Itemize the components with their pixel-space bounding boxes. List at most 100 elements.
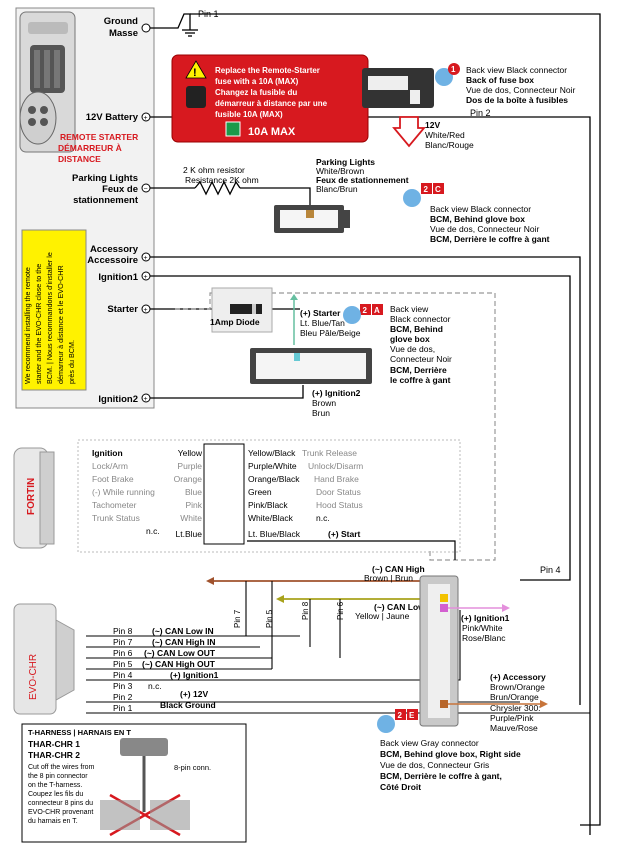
t-harness-inset: T-HARNESS | HARNAIS EN T THAR-CHR 1 THAR… (21, 723, 247, 843)
svg-text:2 K ohm resistor: 2 K ohm resistor (183, 165, 245, 175)
svg-text:BCM, Behind: BCM, Behind (390, 324, 443, 334)
svg-text:Back view Black connector: Back view Black connector (430, 204, 531, 214)
svg-text:Tachometer: Tachometer (92, 500, 137, 510)
svg-text:2: 2 (398, 711, 403, 720)
svg-text:n.c.: n.c. (316, 513, 330, 523)
svg-text:Orange: Orange (174, 474, 203, 484)
svg-text:Cut off the wires from: Cut off the wires from (28, 764, 95, 771)
svg-text:Blanc/Brun: Blanc/Brun (316, 184, 358, 194)
svg-text:Vue de dos, Connecteur Gris: Vue de dos, Connecteur Gris (380, 760, 489, 770)
svg-text:n.c.: n.c. (148, 681, 162, 691)
svg-text:Back view Black connector: Back view Black connector (466, 65, 567, 75)
svg-text:fuse with a 10A (MAX): fuse with a 10A (MAX) (215, 77, 299, 86)
svg-text:Pin 5: Pin 5 (113, 659, 133, 669)
svg-text:Brown | Brun: Brown | Brun (364, 573, 413, 583)
svg-text:Changez la fusible du: Changez la fusible du (215, 88, 297, 97)
remote-starter-module: REMOTE STARTER DÉMARREUR À DISTANCE Grou… (15, 7, 155, 409)
svg-text:Pin 2: Pin 2 (113, 692, 133, 702)
parking-label-2: Feux de (102, 184, 138, 195)
svg-text:Pin 6: Pin 6 (113, 648, 133, 658)
svg-text:White/Brown: White/Brown (316, 166, 364, 176)
svg-text:démarreur à distance par une: démarreur à distance par une (215, 99, 328, 108)
svg-text:White/Red: White/Red (425, 130, 465, 140)
parking-label-3: stationnement (73, 195, 139, 206)
svg-text:Back view Gray connector: Back view Gray connector (380, 738, 479, 748)
resistor: 2 K ohm resistor Resistance 2K ohm (183, 165, 259, 196)
svg-text:E: E (409, 711, 415, 720)
svg-text:Bleu Pâle/Beige: Bleu Pâle/Beige (300, 328, 361, 338)
pin4-label: Pin 4 (540, 565, 561, 575)
svg-text:8-pin conn.: 8-pin conn. (174, 763, 211, 772)
dashed-start-wire (175, 292, 496, 561)
svg-text:Black Ground: Black Ground (160, 700, 216, 710)
accessory-label-1: Accessory (90, 244, 139, 255)
svg-text:C: C (435, 185, 441, 194)
svg-text:starter and the EVO-CHR close: starter and the EVO-CHR close to the (34, 264, 43, 384)
svg-text:(+) Ignition1: (+) Ignition1 (461, 613, 510, 623)
svg-text:Rose/Blanc: Rose/Blanc (462, 633, 506, 643)
fuse-box-connector: 1 Back view Black connector Back of fuse… (362, 63, 575, 150)
battery-label: 12V Battery (86, 112, 139, 123)
svg-text:(~) CAN Low OUT: (~) CAN Low OUT (144, 648, 216, 658)
svg-text:(+) Start: (+) Start (328, 529, 361, 539)
svg-text:Purple/Pink: Purple/Pink (490, 713, 534, 723)
svg-text:THAR-CHR 2: THAR-CHR 2 (28, 750, 80, 760)
svg-text:!: ! (193, 67, 197, 79)
svg-text:Replace the Remote-Starter: Replace the Remote-Starter (215, 66, 320, 75)
svg-text:THAR-CHR 1: THAR-CHR 1 (28, 739, 80, 749)
svg-text:Pin 4: Pin 4 (113, 670, 133, 680)
svg-text:Lock/Arm: Lock/Arm (92, 461, 128, 471)
svg-text:2: 2 (363, 306, 368, 315)
svg-text:n.c.: n.c. (146, 526, 160, 536)
svg-text:Purple: Purple (177, 461, 202, 471)
svg-text:Feux de stationnement: Feux de stationnement (316, 175, 409, 185)
svg-text:Blue: Blue (185, 487, 202, 497)
svg-text:Trunk Status: Trunk Status (92, 513, 140, 523)
svg-text:Yellow/Black: Yellow/Black (248, 448, 296, 458)
svg-text:Brown: Brown (312, 398, 336, 408)
svg-text:Blanc/Rouge: Blanc/Rouge (425, 140, 474, 150)
svg-text:fusible 10A (MAX): fusible 10A (MAX) (215, 110, 283, 119)
svg-text:BCM, Behind glove box, Right s: BCM, Behind glove box, Right side (380, 749, 521, 759)
svg-text:2: 2 (424, 185, 429, 194)
svg-text:Pink: Pink (185, 500, 202, 510)
svg-text:démarreur à distance et le EVO: démarreur à distance et le EVO-CHR (56, 265, 65, 384)
svg-text:BCM, Derrière le coffre à gant: BCM, Derrière le coffre à gant (430, 234, 550, 244)
svg-text:Vue de dos,: Vue de dos, (390, 344, 435, 354)
svg-text:1Amp Diode: 1Amp Diode (210, 317, 260, 327)
svg-text:Orange/Black: Orange/Black (248, 474, 300, 484)
svg-text:Black connector: Black connector (390, 314, 451, 324)
parking-label-1: Parking Lights (72, 173, 138, 184)
svg-text:EVO-CHR provenant: EVO-CHR provenant (28, 809, 93, 816)
start-output-wire (247, 540, 456, 560)
fortin-brand: FORTIN (26, 478, 37, 515)
fuse-warning: ! Replace the Remote-Starter fuse with a… (171, 54, 369, 143)
svg-text:We recommend installing the re: We recommend installing the remote (23, 267, 32, 384)
svg-text:(+) Ignition2: (+) Ignition2 (312, 388, 361, 398)
svg-text:le coffre à gant: le coffre à gant (390, 375, 451, 385)
svg-text:Connecteur Noir: Connecteur Noir (390, 354, 452, 364)
warning-fr-2: DISTANCE (58, 154, 101, 164)
evo-brand: EVO-CHR (28, 654, 39, 700)
svg-text:White: White (180, 513, 202, 523)
svg-text:Mauve/Rose: Mauve/Rose (490, 723, 538, 733)
svg-text:Ignition: Ignition (92, 448, 123, 458)
install-note: We recommend installing the remote start… (23, 252, 76, 384)
svg-text:+: + (144, 115, 148, 122)
svg-text:(+) Ignition1: (+) Ignition1 (170, 670, 219, 680)
svg-text:près du BCM.: près du BCM. (67, 340, 76, 384)
svg-text:Vue de dos, Connecteur Noir: Vue de dos, Connecteur Noir (430, 224, 539, 234)
svg-text:Back view: Back view (390, 304, 429, 314)
evo-chr-module: EVO-CHR Pin 8 (~) CAN Low IN Pin 7 (~) C… (13, 601, 590, 715)
svg-text:Yellow | Jaune: Yellow | Jaune (355, 611, 410, 621)
svg-text:Resistance 2K ohm: Resistance 2K ohm (185, 175, 259, 185)
svg-text:Parking Lights: Parking Lights (316, 157, 375, 167)
svg-text:BCM, Behind glove box: BCM, Behind glove box (430, 214, 525, 224)
svg-text:Pin 5: Pin 5 (265, 609, 274, 628)
svg-text:(+) Starter: (+) Starter (300, 308, 341, 318)
fuse-max-label: 10A MAX (248, 126, 296, 138)
accessory-label-2: Accessoire (87, 255, 138, 266)
evo-pin-rows: Pin 8 (~) CAN Low IN Pin 7 (~) CAN High … (113, 626, 219, 713)
svg-text:Pin 7: Pin 7 (113, 637, 133, 647)
